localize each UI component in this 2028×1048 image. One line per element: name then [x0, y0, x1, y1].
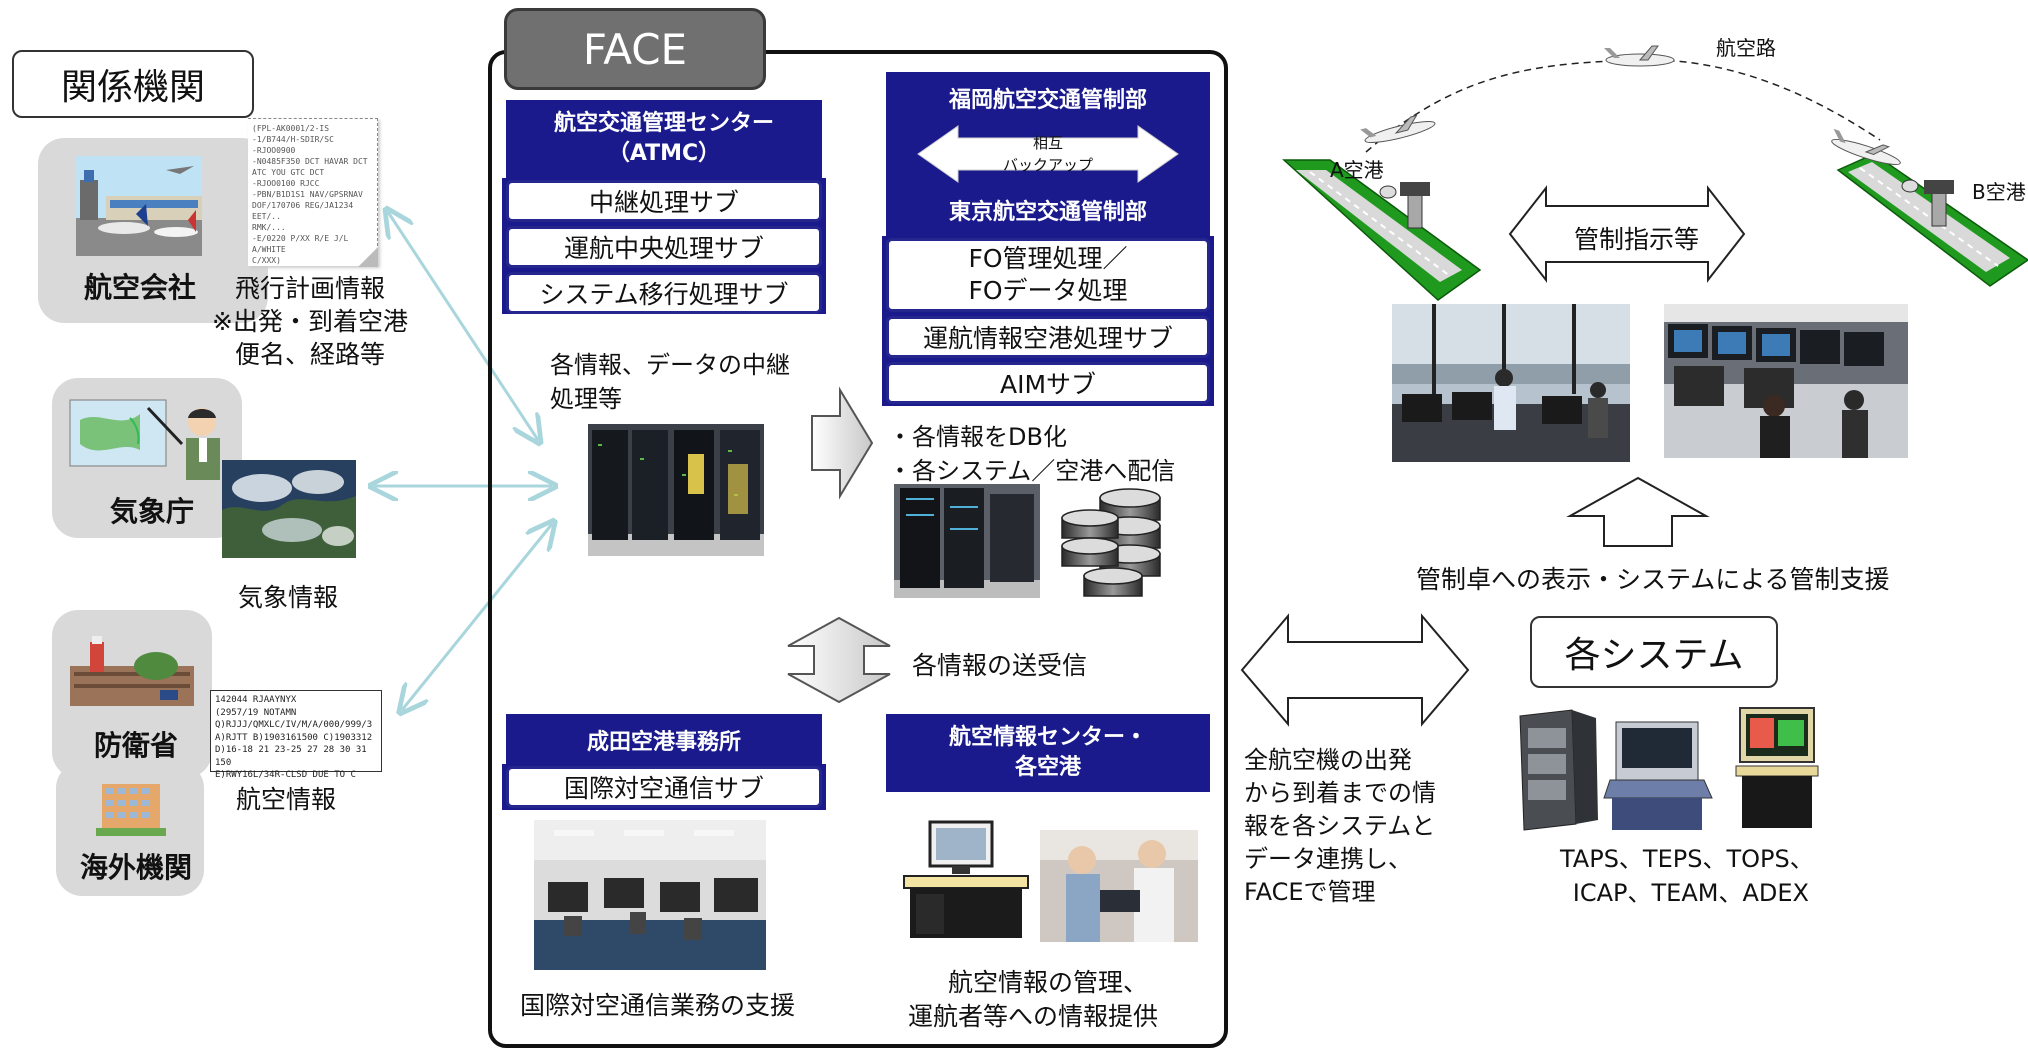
distribution-arrow — [811, 386, 874, 500]
jma-card: 気象庁 — [52, 378, 242, 538]
mod-card: 防衛省 — [52, 610, 212, 778]
notam-doc-text: 142044 RJAAYNYX (2957/19 NOTAMN Q)RJJJ/Q… — [215, 695, 373, 780]
aic-caption: 航空情報の管理、 運航者等への情報提供 — [908, 968, 1159, 1031]
face-frame — [488, 50, 1228, 1048]
overseas-card: 海外機関 — [56, 762, 204, 896]
weather-presenter-illustration — [69, 399, 224, 480]
send-receive-arrow — [787, 616, 891, 704]
atmc-header: 航空交通管理センター （ATMC） — [506, 100, 822, 178]
fo-management-sub: FO管理処理／ FOデータ処理 — [886, 238, 1210, 312]
systems-header: 各システム — [1530, 616, 1778, 688]
mod-building-illustration — [70, 636, 194, 712]
tower-b-icon — [1931, 191, 1947, 227]
airway-label: 航空路 — [1716, 36, 1776, 60]
aic-workstation-illustration — [900, 820, 1032, 938]
airport-illustration — [76, 156, 202, 256]
operations-central-sub: 運航中央処理サブ — [506, 226, 822, 268]
notam-doc: 142044 RJAAYNYX (2957/19 NOTAMN Q)RJJJ/Q… — [210, 690, 382, 780]
overseas-label: 海外機関 — [80, 851, 193, 884]
atc-instruction-arrow — [1508, 185, 1746, 283]
atc-instructions-label: 管制指示等 — [1574, 225, 1700, 254]
airport-ops-info-sub: 運航情報空港処理サブ — [886, 316, 1210, 358]
face-systems-arrow — [1240, 613, 1470, 727]
control-tower-photo — [1392, 304, 1630, 462]
agencies-header: 関係機関 — [12, 50, 254, 118]
rack-cabinet-icon — [1519, 709, 1598, 831]
face-title-tab: FACE — [504, 8, 766, 90]
a-airport-label: A空港 — [1330, 158, 1384, 182]
tokyo-header: 東京航空交通管制部 — [886, 184, 1210, 236]
server-rack-photo — [894, 484, 1040, 598]
flight-plan-doc-text: (FPL-AK0001/2-IS -1/B744/H-SDIR/SC -RJOO… — [252, 124, 368, 265]
airplane-top-icon — [1604, 45, 1675, 67]
aic-staff-photo — [1040, 830, 1198, 942]
airline-label: 航空会社 — [84, 271, 197, 304]
satellite-image — [222, 460, 356, 558]
fukuoka-header: 福岡航空交通管制部 — [886, 72, 1210, 124]
aic-header: 航空情報センター・ 各空港 — [886, 714, 1210, 792]
control-room-photo — [1664, 304, 1908, 458]
mutual-backup-label: 相互 バックアップ — [1002, 134, 1093, 174]
system-migration-sub: システム移行処理サブ — [506, 272, 822, 314]
db-captions: ・各情報をDB化 ・各システム／空港へ配信 — [888, 423, 1176, 485]
support-up-arrow — [1566, 476, 1710, 547]
b-airport-label: B空港 — [1972, 180, 2026, 204]
systems-equipment-illustration — [1519, 707, 1819, 831]
aim-sub: AIMサブ — [886, 362, 1210, 404]
aeronautical-caption: 航空情報 — [236, 785, 337, 814]
airline-card: 航空会社 — [38, 138, 268, 323]
narita-office-photo — [534, 820, 766, 970]
server-room-photo — [588, 424, 764, 556]
airplane-left-icon — [1360, 114, 1436, 143]
relay-processing-sub: 中継処理サブ — [506, 180, 822, 222]
weather-caption: 気象情報 — [238, 583, 339, 612]
mod-arrow — [402, 524, 552, 710]
airplane-right-icon — [1831, 128, 1901, 166]
intl-air-ground-sub: 国際対空通信サブ — [506, 766, 822, 808]
narita-header: 成田空港事務所 — [506, 714, 822, 766]
mutual-backup-arrow — [917, 125, 1179, 183]
systems-list: TAPS、TEPS、TOPS、 ICAP、TEAM、ADEX — [1560, 845, 1814, 907]
mod-label: 防衛省 — [94, 729, 179, 762]
workstation-icon — [1735, 707, 1819, 828]
tower-a-icon — [1407, 193, 1423, 229]
database-icon — [1061, 488, 1161, 597]
console-icon — [1603, 721, 1713, 830]
relay-caption: 各情報、データの中継 処理等 — [550, 351, 790, 413]
airway-scene — [1282, 45, 2028, 301]
flight-plan-doc: (FPL-AK0001/2-IS -1/B744/H-SDIR/SC -RJOO… — [248, 118, 378, 267]
jma-label: 気象庁 — [110, 495, 195, 528]
support-caption: 管制卓への表示・システムによる管制支援 — [1416, 565, 1890, 594]
flight-plan-caption: 飛行計画情報 ※出発・到着空港 便名、経路等 — [212, 274, 408, 369]
airline-arrow — [388, 212, 538, 440]
narita-caption: 国際対空通信業務の支援 — [520, 991, 796, 1020]
send-receive-label: 各情報の送受信 — [912, 651, 1088, 680]
face-description: 全航空機の出発 から到着までの情 報を各システムと データ連携し、 FACEで管… — [1244, 746, 1436, 906]
page-curl-icon — [358, 247, 378, 267]
airway-path — [1365, 59, 1881, 153]
overseas-building-illustration — [96, 780, 166, 836]
